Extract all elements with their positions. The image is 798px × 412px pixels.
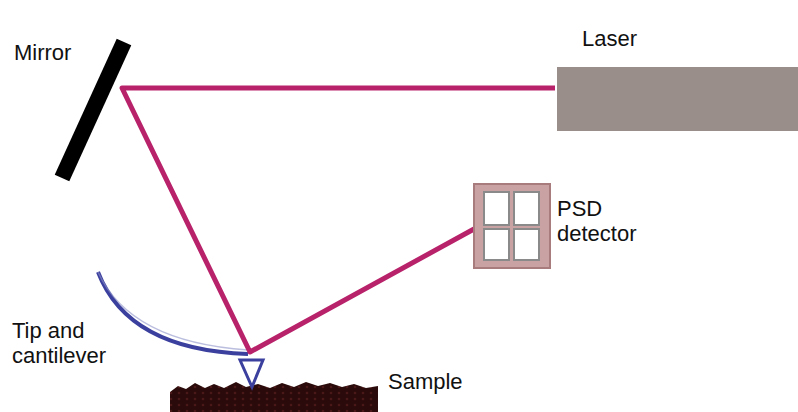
psd-quadrant — [514, 229, 539, 260]
sample-label: Sample — [388, 369, 463, 394]
cantilever — [98, 272, 248, 354]
laser-beam — [122, 88, 555, 352]
sample-surface — [170, 382, 378, 412]
cantilever-label: Tip and cantilever — [12, 318, 130, 369]
psd-quadrant — [484, 229, 509, 260]
psd-housing — [474, 184, 550, 268]
laser-label: Laser — [582, 26, 637, 51]
psd-quadrant — [514, 192, 539, 225]
mirror-label: Mirror — [14, 40, 71, 65]
laser-body — [557, 67, 798, 131]
psd-quadrant — [484, 192, 509, 225]
cantilever-shade — [98, 272, 248, 350]
detector-label: PSD detector — [557, 196, 669, 247]
probe-tip — [240, 360, 263, 387]
